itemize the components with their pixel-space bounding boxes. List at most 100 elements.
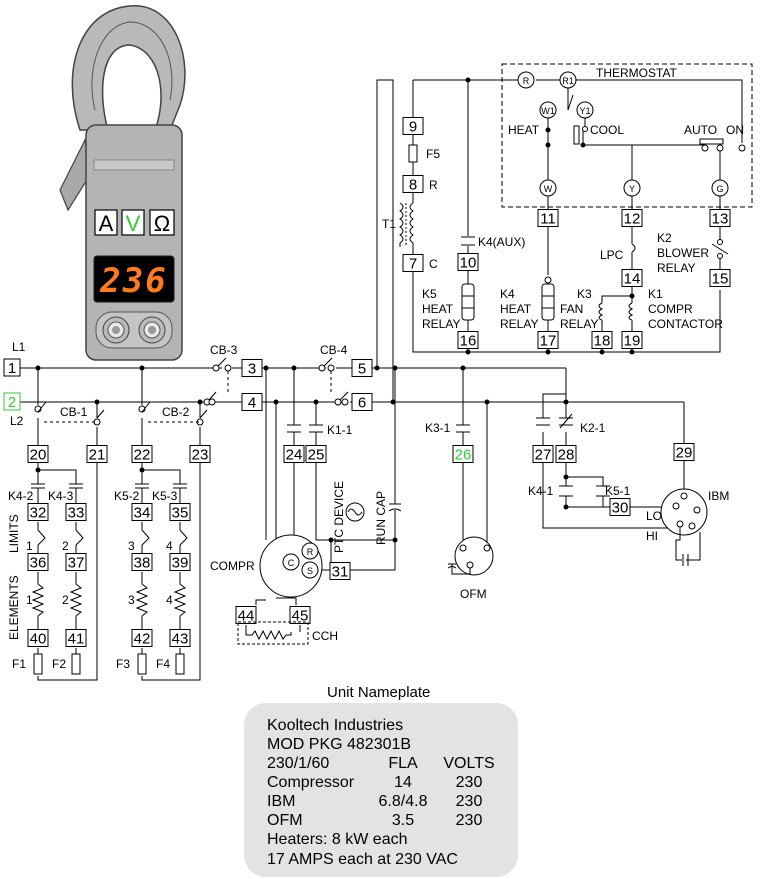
svg-text:PTC DEVICE: PTC DEVICE <box>332 481 346 553</box>
terminal-label-5: 5 <box>358 361 366 378</box>
terminal-2 <box>3 392 21 411</box>
terminal-label-42: 42 <box>134 631 151 648</box>
svg-text:F3: F3 <box>116 657 130 671</box>
svg-text:K4-1: K4-1 <box>528 484 554 498</box>
terminal-5 <box>351 359 373 377</box>
svg-text:Y: Y <box>629 184 635 194</box>
terminal-label-25: 25 <box>308 447 325 464</box>
svg-text:4: 4 <box>166 539 173 553</box>
svg-text:ELEMENTS: ELEMENTS <box>7 575 21 640</box>
nameplate-company: Kooltech Industries <box>267 717 403 734</box>
nameplate-col-volts: VOLTS <box>443 755 494 772</box>
nameplate-row-fla: 6.8/4.8 <box>379 793 428 810</box>
terminal-4 <box>241 393 263 411</box>
cch-heater-icon <box>245 629 292 641</box>
terminal-label-9: 9 <box>409 119 417 136</box>
svg-text:C: C <box>429 257 438 271</box>
terminal-19 <box>621 331 643 349</box>
terminal-25 <box>305 445 327 463</box>
breaker-ties <box>44 371 332 423</box>
svg-text:K1-1: K1-1 <box>327 423 353 437</box>
terminal-7 <box>402 254 424 272</box>
compressor <box>259 534 323 598</box>
terminal-29 <box>673 443 695 461</box>
svg-text:AUTO: AUTO <box>684 123 717 137</box>
nameplate-row-volts: 230 <box>456 812 483 829</box>
k4-aux-contact-icon <box>461 236 475 246</box>
svg-text:K5-1: K5-1 <box>605 484 631 498</box>
terminal-label-26: 26 <box>455 447 472 464</box>
svg-text:K5-3: K5-3 <box>152 489 178 503</box>
svg-text:FAN: FAN <box>560 302 583 316</box>
svg-text:3: 3 <box>128 593 135 607</box>
terminal-label-17: 17 <box>540 333 557 350</box>
relay-coils <box>461 276 555 321</box>
terminal-label-32: 32 <box>30 505 47 522</box>
terminal-label-40: 40 <box>30 631 47 648</box>
terminal-27 <box>532 445 554 463</box>
terminal-43 <box>169 629 191 647</box>
svg-text:RELAY: RELAY <box>422 317 460 331</box>
terminal-34 <box>131 503 153 521</box>
terminal-21 <box>86 445 108 463</box>
svg-text:ON: ON <box>726 123 744 137</box>
terminal-label-29: 29 <box>676 445 693 462</box>
terminal-label-19: 19 <box>624 333 641 350</box>
meter-display <box>93 255 175 303</box>
svg-text:CCH: CCH <box>312 629 338 643</box>
svg-text:F2: F2 <box>52 657 66 671</box>
terminal-label-14: 14 <box>624 271 641 288</box>
transformer-t1: T1 <box>382 202 414 247</box>
svg-text:T1: T1 <box>382 217 396 231</box>
terminal-36 <box>27 553 49 571</box>
terminal-9 <box>402 117 424 135</box>
svg-text:2: 2 <box>8 394 16 411</box>
terminal-32 <box>27 503 49 521</box>
terminal-label-35: 35 <box>172 505 189 522</box>
svg-text:W: W <box>544 184 553 194</box>
svg-text:K1: K1 <box>648 287 663 301</box>
terminal-label-30: 30 <box>612 500 629 517</box>
svg-text:RELAY: RELAY <box>500 317 538 331</box>
terminal-label-4: 4 <box>248 395 256 412</box>
mode-a-label: A <box>99 211 114 236</box>
nameplate-supply: 230/1/60 <box>267 755 329 772</box>
k3-1-contact-icon <box>456 424 470 433</box>
k4-1-k5-1-contacts <box>559 485 610 497</box>
svg-text:S: S <box>307 566 313 576</box>
svg-text:CB-3: CB-3 <box>210 343 238 357</box>
terminal-label-24: 24 <box>286 447 303 464</box>
terminal-23 <box>189 445 211 463</box>
terminal-3 <box>241 359 263 377</box>
nameplate-row-volts: 230 <box>456 793 483 810</box>
mode-a-button[interactable] <box>94 209 118 236</box>
svg-text:BLOWER: BLOWER <box>657 246 709 260</box>
terminal-label-20: 20 <box>30 447 47 464</box>
thermostat: THERMOSTAT R R1 W1 Y1 HEAT COOL AUTO ON … <box>501 63 753 208</box>
svg-text:C: C <box>288 558 295 568</box>
svg-text:R: R <box>429 178 438 192</box>
fuse-f5-icon <box>408 144 418 163</box>
terminal-label-11: 11 <box>540 211 556 228</box>
nameplate-row-fla: 3.5 <box>392 812 414 829</box>
terminal-label-22: 22 <box>134 447 151 464</box>
terminal-label-7: 7 <box>409 256 417 273</box>
nameplate-row-volts: 230 <box>456 774 483 791</box>
svg-text:R: R <box>307 547 314 557</box>
mode-v-button[interactable] <box>121 209 145 236</box>
svg-text:COMPR: COMPR <box>210 559 255 573</box>
terminal-label-13: 13 <box>712 211 729 228</box>
nameplate-panel <box>244 703 518 877</box>
svg-text:OFM: OFM <box>460 587 487 601</box>
run-cap-icon <box>388 503 402 512</box>
svg-text:COOL: COOL <box>590 123 624 137</box>
terminal-label-3: 3 <box>248 361 256 378</box>
svg-text:1: 1 <box>8 360 16 377</box>
svg-text:HEAT: HEAT <box>422 302 454 316</box>
terminal-label-16: 16 <box>460 333 477 350</box>
terminal-label-41: 41 <box>68 631 85 648</box>
terminal-20 <box>27 445 49 463</box>
svg-text:CB-2: CB-2 <box>162 405 190 419</box>
mode-ohm-button[interactable] <box>149 209 175 236</box>
